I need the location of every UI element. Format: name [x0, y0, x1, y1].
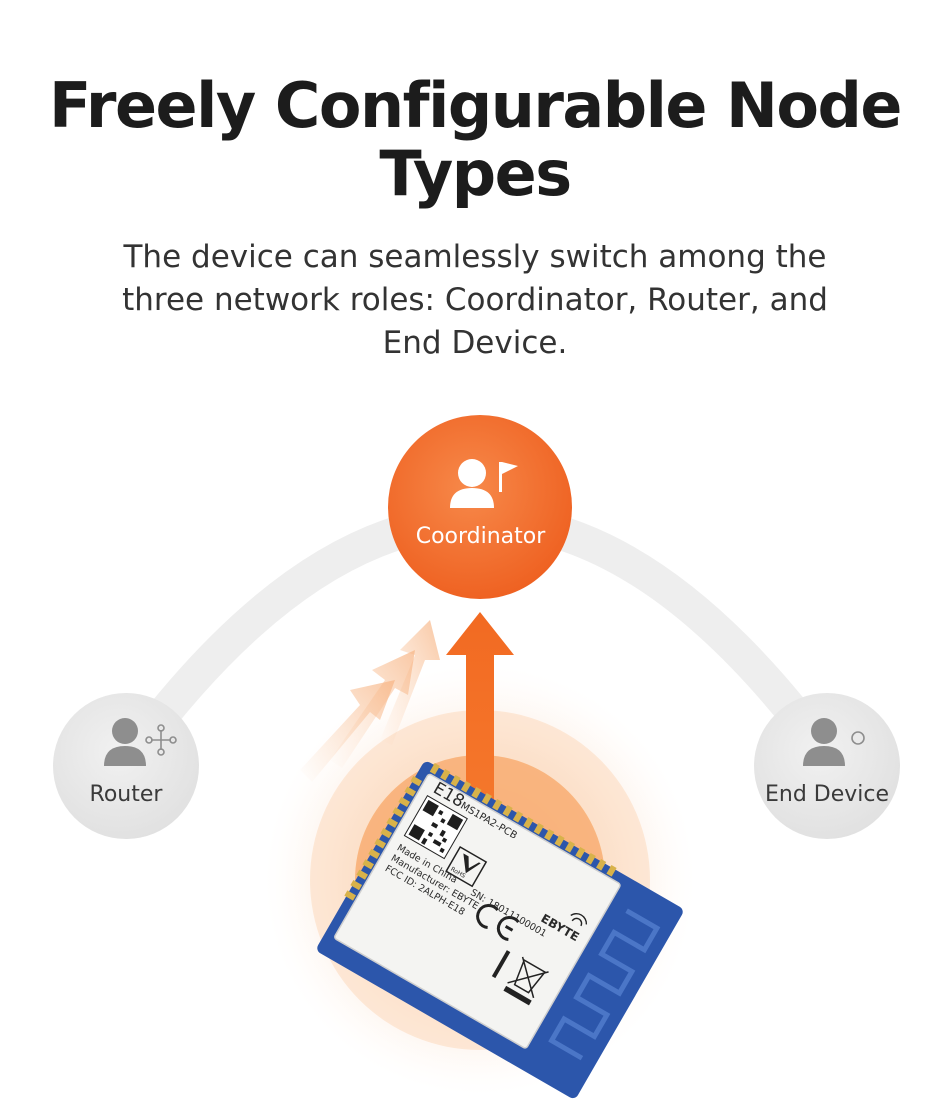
- e18-module: E18 MS1PA2-PCB EBYTE Made in China Manuf…: [317, 761, 683, 1099]
- ce-mark-icon: [476, 904, 520, 941]
- end-device-node[interactable]: [754, 693, 900, 839]
- rohs-mark-icon: [445, 845, 488, 888]
- coordinator-label: Coordinator: [415, 524, 546, 549]
- user-circle-icon: [803, 718, 865, 766]
- uplink-arrow: [446, 612, 514, 820]
- ghost-arrows: [300, 620, 440, 782]
- end-device-label: End Device: [764, 782, 890, 807]
- user-network-icon: [104, 718, 177, 766]
- user-flag-icon: [450, 459, 518, 508]
- coordinator-node[interactable]: [388, 415, 572, 599]
- router-node[interactable]: [53, 693, 199, 839]
- page-subtitle: The device can seamlessly switch among t…: [122, 239, 828, 361]
- weee-bin-icon: [503, 956, 549, 1006]
- page-title: Freely Configurable Node Types: [49, 69, 902, 210]
- router-label: Router: [89, 782, 163, 807]
- wifi-icon: [570, 913, 588, 927]
- qr-code-icon: [403, 795, 468, 860]
- pcb-antenna-trace: [548, 908, 661, 1061]
